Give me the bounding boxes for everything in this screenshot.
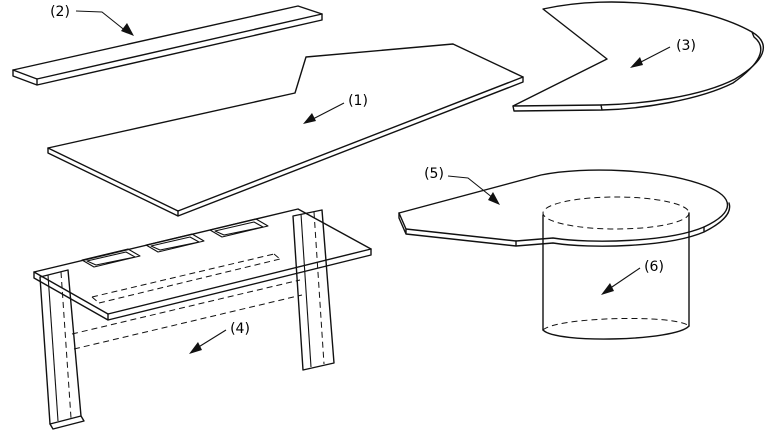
label-group-5: (5) bbox=[424, 166, 500, 205]
part-label-6: (6) bbox=[644, 259, 664, 275]
leader-line-2 bbox=[75, 10, 128, 33]
label-group-2: (2) bbox=[50, 4, 134, 36]
part-5-round-end-panel bbox=[398, 169, 731, 247]
part-label-5: (5) bbox=[424, 166, 444, 182]
part-label-4: (4) bbox=[230, 321, 250, 337]
label-group-3: (3) bbox=[630, 38, 696, 68]
leader-line-1 bbox=[310, 102, 345, 121]
leader-arrow-1 bbox=[303, 113, 316, 124]
part-2-rail bbox=[12, 5, 323, 86]
leader-arrow-6 bbox=[601, 283, 614, 295]
leader-arrow-5 bbox=[488, 192, 500, 205]
label-group-4: (4) bbox=[189, 321, 250, 354]
leader-line-4 bbox=[196, 329, 227, 349]
leader-line-6 bbox=[608, 267, 641, 290]
label-group-6: (6) bbox=[601, 259, 664, 295]
leader-line-3 bbox=[638, 46, 671, 64]
part-3-curved-panel bbox=[512, 1, 764, 112]
leader-arrow-3 bbox=[630, 57, 643, 68]
label-group-1: (1) bbox=[303, 93, 368, 124]
part-6-cylinder bbox=[542, 196, 690, 340]
leader-arrow-2 bbox=[121, 23, 134, 36]
part-label-3: (3) bbox=[676, 38, 696, 54]
part-label-1: (1) bbox=[348, 93, 368, 109]
part-1-top-panel bbox=[47, 43, 524, 217]
part-4-desk-frame bbox=[33, 208, 372, 430]
leader-line-5 bbox=[447, 175, 494, 199]
leader-arrow-4 bbox=[189, 342, 202, 354]
part-label-2: (2) bbox=[50, 4, 70, 20]
